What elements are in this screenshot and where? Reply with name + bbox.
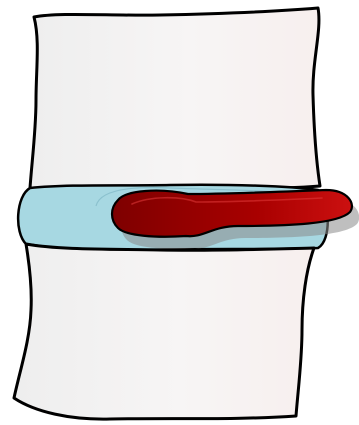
upper-vertebra: [30, 8, 320, 190]
lower-vertebra: [14, 244, 314, 419]
